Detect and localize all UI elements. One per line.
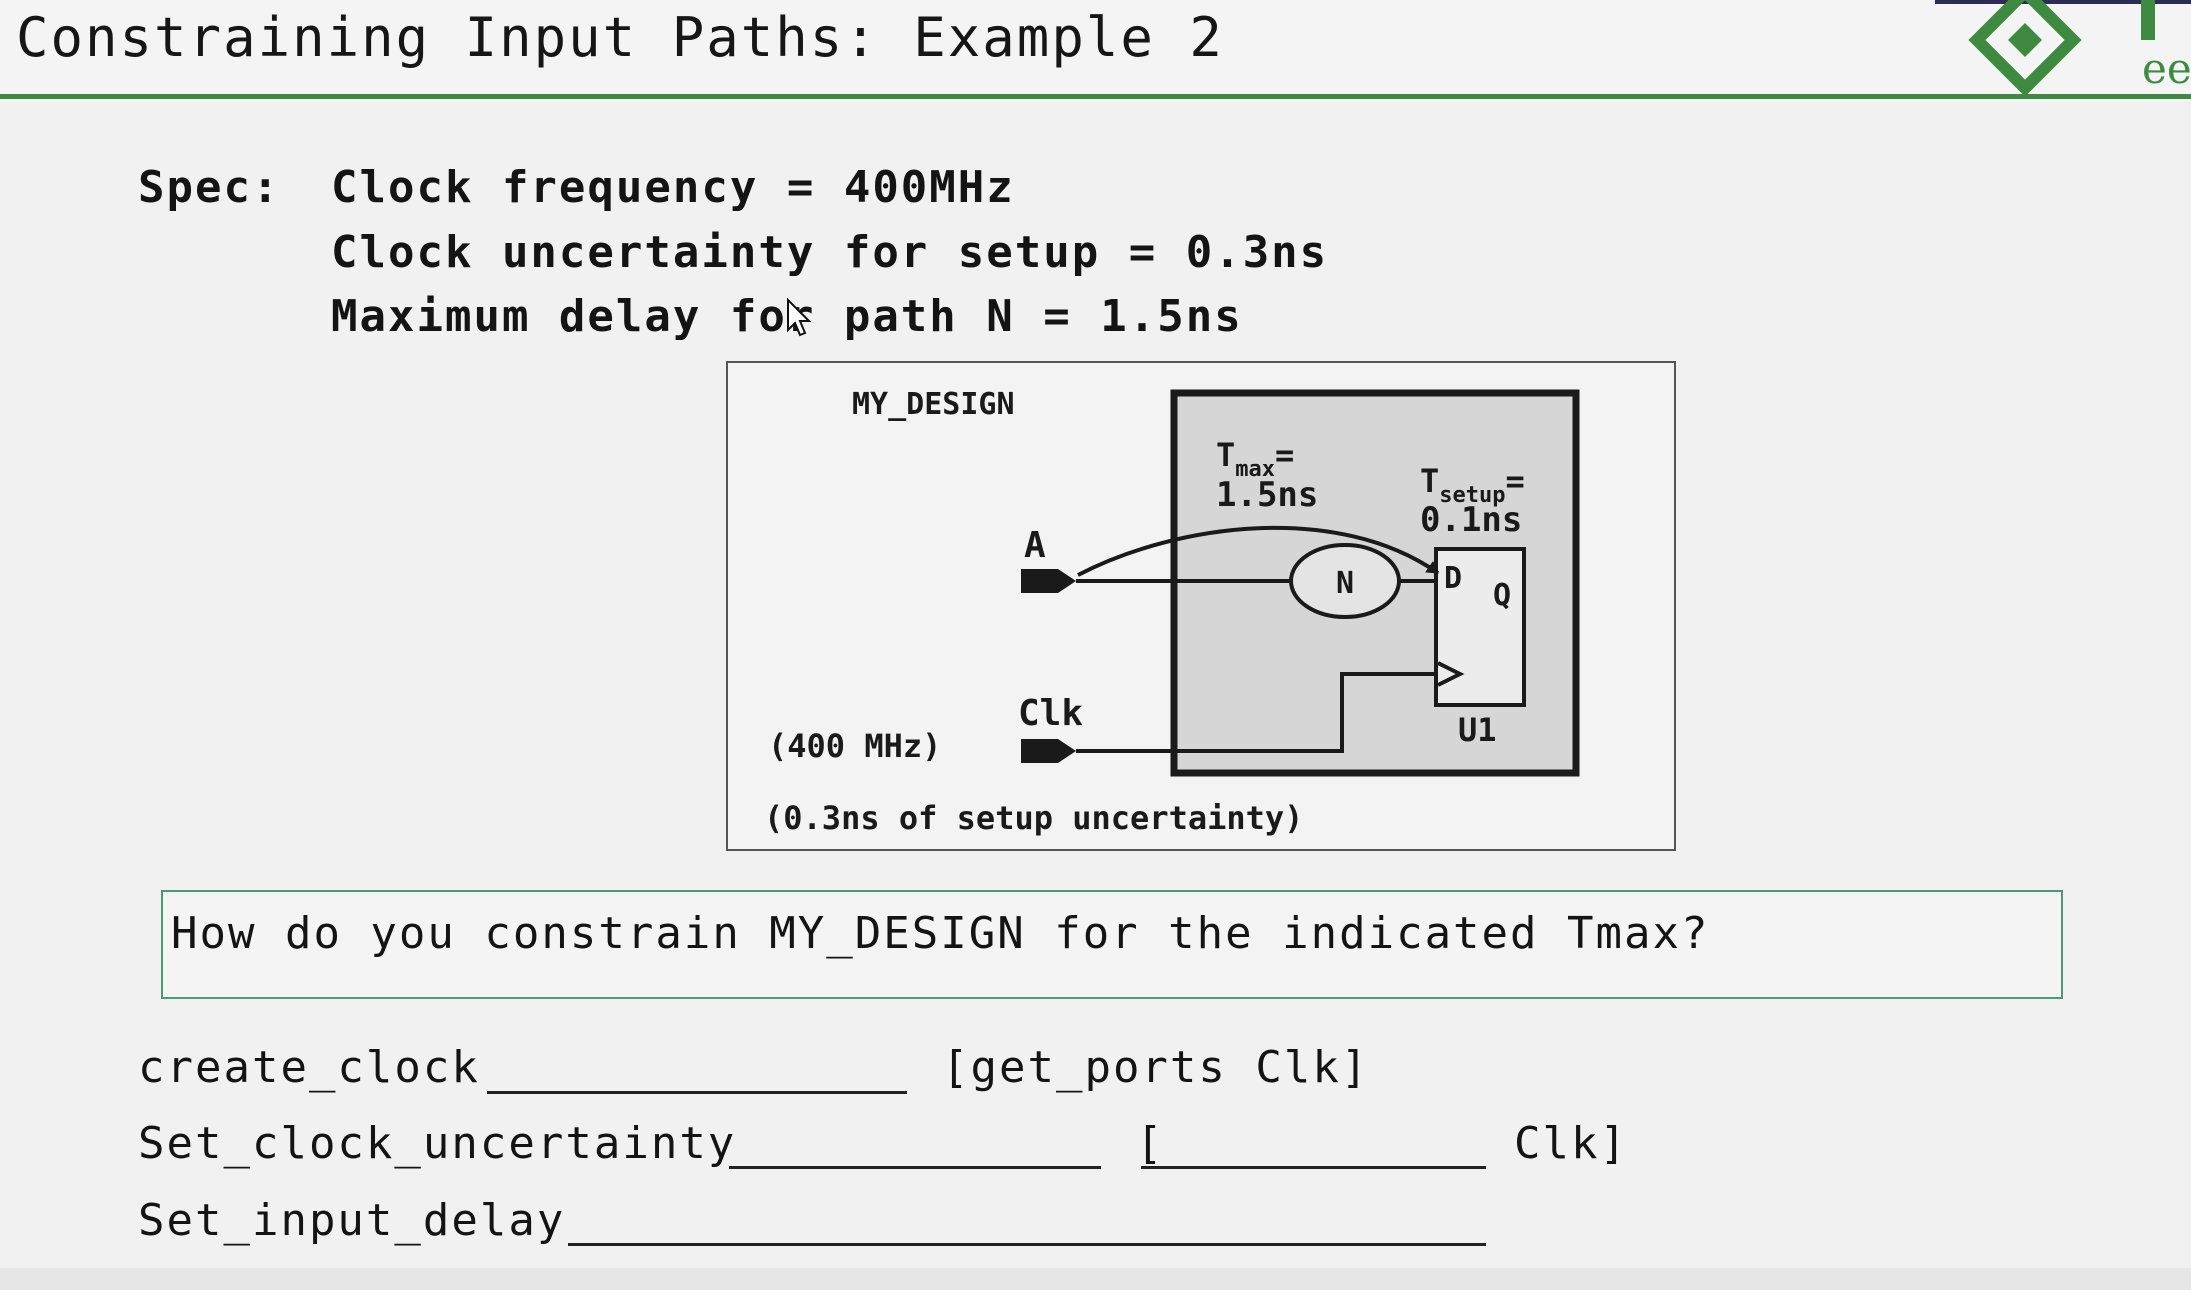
tsetup-symbol: T [1420,462,1439,500]
uncertainty-value-blank [729,1166,1101,1169]
tmax-timing-arrow [1077,525,1440,577]
input-delay-blank [568,1243,1486,1246]
clock-wire [1076,672,1438,753]
mouse-cursor-icon [787,298,812,337]
slide-header: Constraining Input Paths: Example 2 ee [0,0,2191,99]
logic-cloud-n-label: N [1336,566,1354,601]
tmax-subscript: max [1235,457,1275,482]
clock-pin-triangle-icon [1437,661,1465,687]
tmax-symbol: T [1216,436,1235,474]
port-clk-pin-icon [1021,739,1076,763]
port-clk-label: Clk [1018,693,1083,734]
uncertainty-target-suffix: Clk] [1514,1118,1628,1169]
slide-title: Constraining Input Paths: Example 2 [16,6,1224,69]
tsetup-subscript: setup [1439,483,1505,508]
spec-clock-frequency: Clock frequency = 400MHz [331,162,1015,213]
tmax-equals: = [1275,436,1294,474]
port-a-label: A [1024,525,1046,566]
create-clock-blank [487,1091,907,1094]
uncertainty-target-blank [1141,1166,1486,1169]
port-a-pin-icon [1021,569,1076,593]
setup-uncertainty-note: (0.3ns of setup uncertainty) [764,799,1303,837]
set-input-delay-command: Set_input_delay [138,1195,566,1246]
flip-flop-d-pin: D [1444,561,1462,596]
spec-clock-uncertainty: Clock uncertainty for setup = 0.3ns [331,227,1329,278]
flip-flop-q-pin: Q [1493,578,1511,613]
company-logo-icon [1935,0,2191,94]
set-clock-uncertainty-command: Set_clock_uncertainty [138,1118,737,1169]
spec-max-delay: Maximum delay for path N = 1.5ns [331,291,1243,342]
design-schematic: MY_DESIGN Tmax= 1.5ns Tsetup= 0.1ns D Q … [764,387,1580,837]
spec-label: Spec: [138,162,281,213]
tsetup-value: 0.1ns [1420,500,1522,540]
logo-text: ee [2142,44,2191,93]
question-box: How do you constrain MY_DESIGN for the i… [161,890,2063,999]
bottom-strip [0,1268,2191,1290]
create-clock-command: create_clock [138,1042,480,1093]
tmax-value: 1.5ns [1216,475,1318,515]
question-text: How do you constrain MY_DESIGN for the i… [171,908,1710,959]
design-name-label: MY_DESIGN [852,387,1015,422]
svg-text:Tmax=: Tmax= [1216,436,1294,482]
create-clock-target: [get_ports Clk] [942,1042,1370,1093]
clock-frequency-note: (400 MHz) [768,727,941,765]
design-diagram: MY_DESIGN Tmax= 1.5ns Tsetup= 0.1ns D Q … [726,361,1676,851]
tsetup-equals: = [1506,462,1525,500]
flip-flop-name: U1 [1458,711,1497,749]
svg-text:Tsetup=: Tsetup= [1420,462,1525,508]
header-divider [0,94,2191,99]
uncertainty-bracket-open: [ [1136,1118,1165,1169]
